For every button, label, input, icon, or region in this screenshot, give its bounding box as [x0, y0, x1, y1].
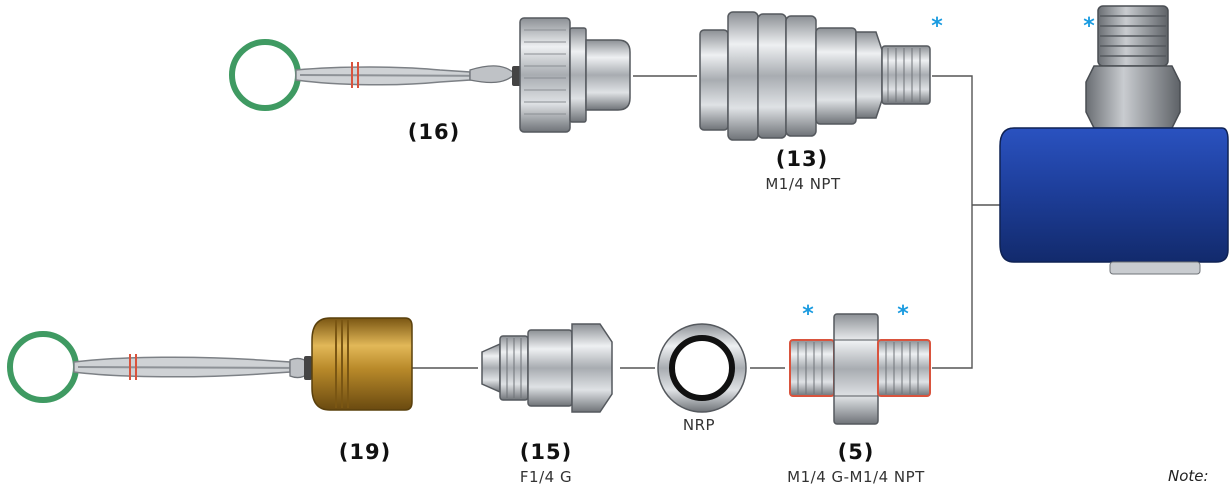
- part-13-coupler: [699, 11, 931, 141]
- note-text: Note:: [1168, 467, 1209, 485]
- part-19-number: (19): [338, 440, 392, 464]
- part-5-number: (5): [837, 440, 875, 464]
- nrp-seal-ring: [657, 323, 747, 413]
- part-13-number: (13): [775, 147, 829, 171]
- part-16-number: (16): [407, 120, 461, 144]
- asterisk-part-5-left: *: [802, 302, 814, 327]
- part-15-number: (15): [519, 440, 573, 464]
- part-5-spec: M1/4 G-M1/4 NPT: [787, 468, 925, 486]
- asterisk-part-13: *: [931, 14, 943, 39]
- blue-swivel-body: [999, 5, 1229, 275]
- asterisk-part-5-right: *: [897, 302, 909, 327]
- part-16-dust-cap: [229, 17, 631, 133]
- part-13-spec: M1/4 NPT: [765, 175, 841, 193]
- nrp-label: NRP: [682, 416, 716, 434]
- connector-lines: [412, 75, 1000, 369]
- asterisk-swivel: *: [1083, 14, 1095, 39]
- part-19-brass-cap: [7, 317, 413, 411]
- part-15-spec: F1/4 G: [519, 468, 573, 486]
- part-5-adapter: [789, 313, 931, 425]
- part-15-coupling-nipple: [481, 323, 613, 413]
